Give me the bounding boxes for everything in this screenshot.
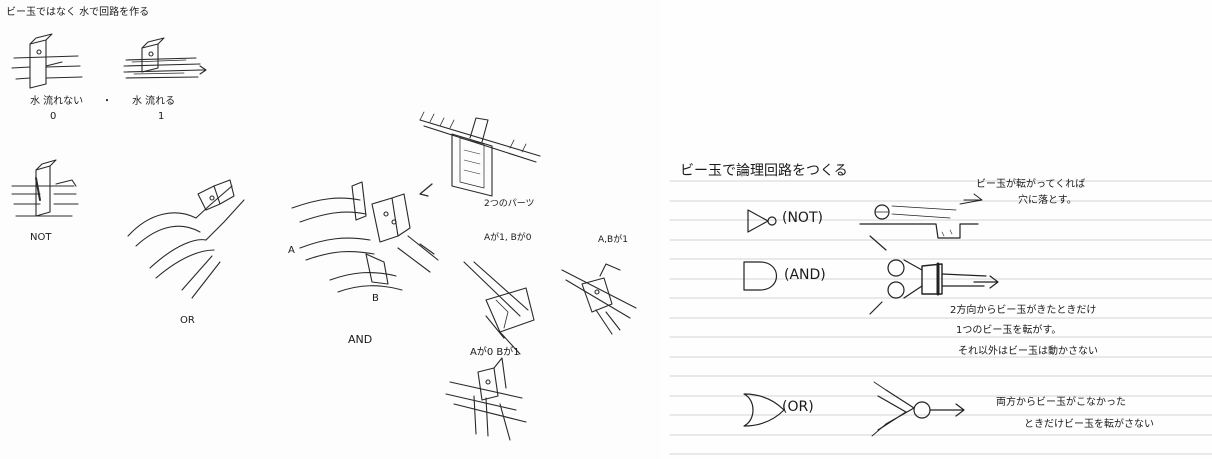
and-note-line2: 1つのビー玉を転がす。 — [956, 326, 1061, 336]
left-sketch-drawings — [0, 0, 660, 459]
case-ab1-sketch — [562, 264, 636, 334]
two-parts-label: 2つのパーツ — [484, 200, 535, 209]
left-page-heading: ビー玉ではなく 水で回路を作る — [6, 8, 149, 18]
input-b-label: B — [372, 294, 379, 304]
and-symbol — [744, 262, 777, 290]
not-sketch-label: NOT — [30, 233, 51, 243]
gate-open-sketch — [124, 38, 206, 78]
input-a-label: A — [288, 246, 295, 256]
or-note-line2: ときだけビー玉を転がさない — [1024, 420, 1154, 430]
ruled-lines — [670, 181, 1212, 454]
not-gate-sketch — [12, 160, 78, 216]
and-gate-sketch — [292, 182, 438, 292]
and-gate-label: (AND) — [784, 268, 826, 282]
and-note-line1: 2方向からビー玉がきたときだけ — [950, 306, 1096, 316]
or-note-line1: 両方からビー玉がこなかった — [996, 398, 1126, 408]
two-parts-sketch — [420, 112, 540, 196]
case-a0-b1-label: Aが0 Bが1 — [470, 348, 520, 358]
gate-open-label: 水 流れる — [132, 97, 175, 107]
not-symbol — [748, 210, 776, 232]
right-page-drawings — [660, 0, 1212, 459]
case-a1-b0-label: Aが1, Bが0 — [484, 234, 532, 243]
or-gate-label: (OR) — [782, 400, 814, 414]
right-lined-page: ビー玉で論理回路をつくる (NOT) ビー玉が転がってくれば 穴に落とす。 (A… — [660, 0, 1212, 459]
case-a1-b0-sketch — [464, 262, 534, 354]
gate-open-value: 1 — [158, 112, 164, 122]
case-ab1-label: A,Bが1 — [598, 236, 628, 245]
gate-closed-value: 0 — [50, 112, 56, 122]
and-marble-sketch — [870, 236, 998, 314]
or-symbol — [744, 394, 784, 426]
not-gate-label: (NOT) — [782, 211, 823, 225]
left-sketch-page: ビー玉ではなく 水で回路を作る 水 流れない 0 ・ 水 流れる 1 NOT O… — [0, 0, 660, 459]
and-sketch-label: AND — [348, 334, 372, 345]
case-a0-b1-sketch — [446, 358, 526, 440]
or-sketch-label: OR — [180, 316, 195, 326]
gate-closed-sketch — [12, 34, 82, 88]
separator-dot: ・ — [102, 97, 112, 107]
gate-closed-label: 水 流れない — [30, 97, 83, 107]
not-note-line2: 穴に落とす。 — [1018, 196, 1077, 206]
not-note-line1: ビー玉が転がってくれば — [976, 180, 1085, 190]
or-gate-sketch — [128, 180, 244, 298]
and-note-line3: それ以外はビー玉は動かさない — [958, 347, 1098, 357]
right-page-title: ビー玉で論理回路をつくる — [680, 164, 848, 178]
or-marble-sketch — [872, 382, 964, 436]
